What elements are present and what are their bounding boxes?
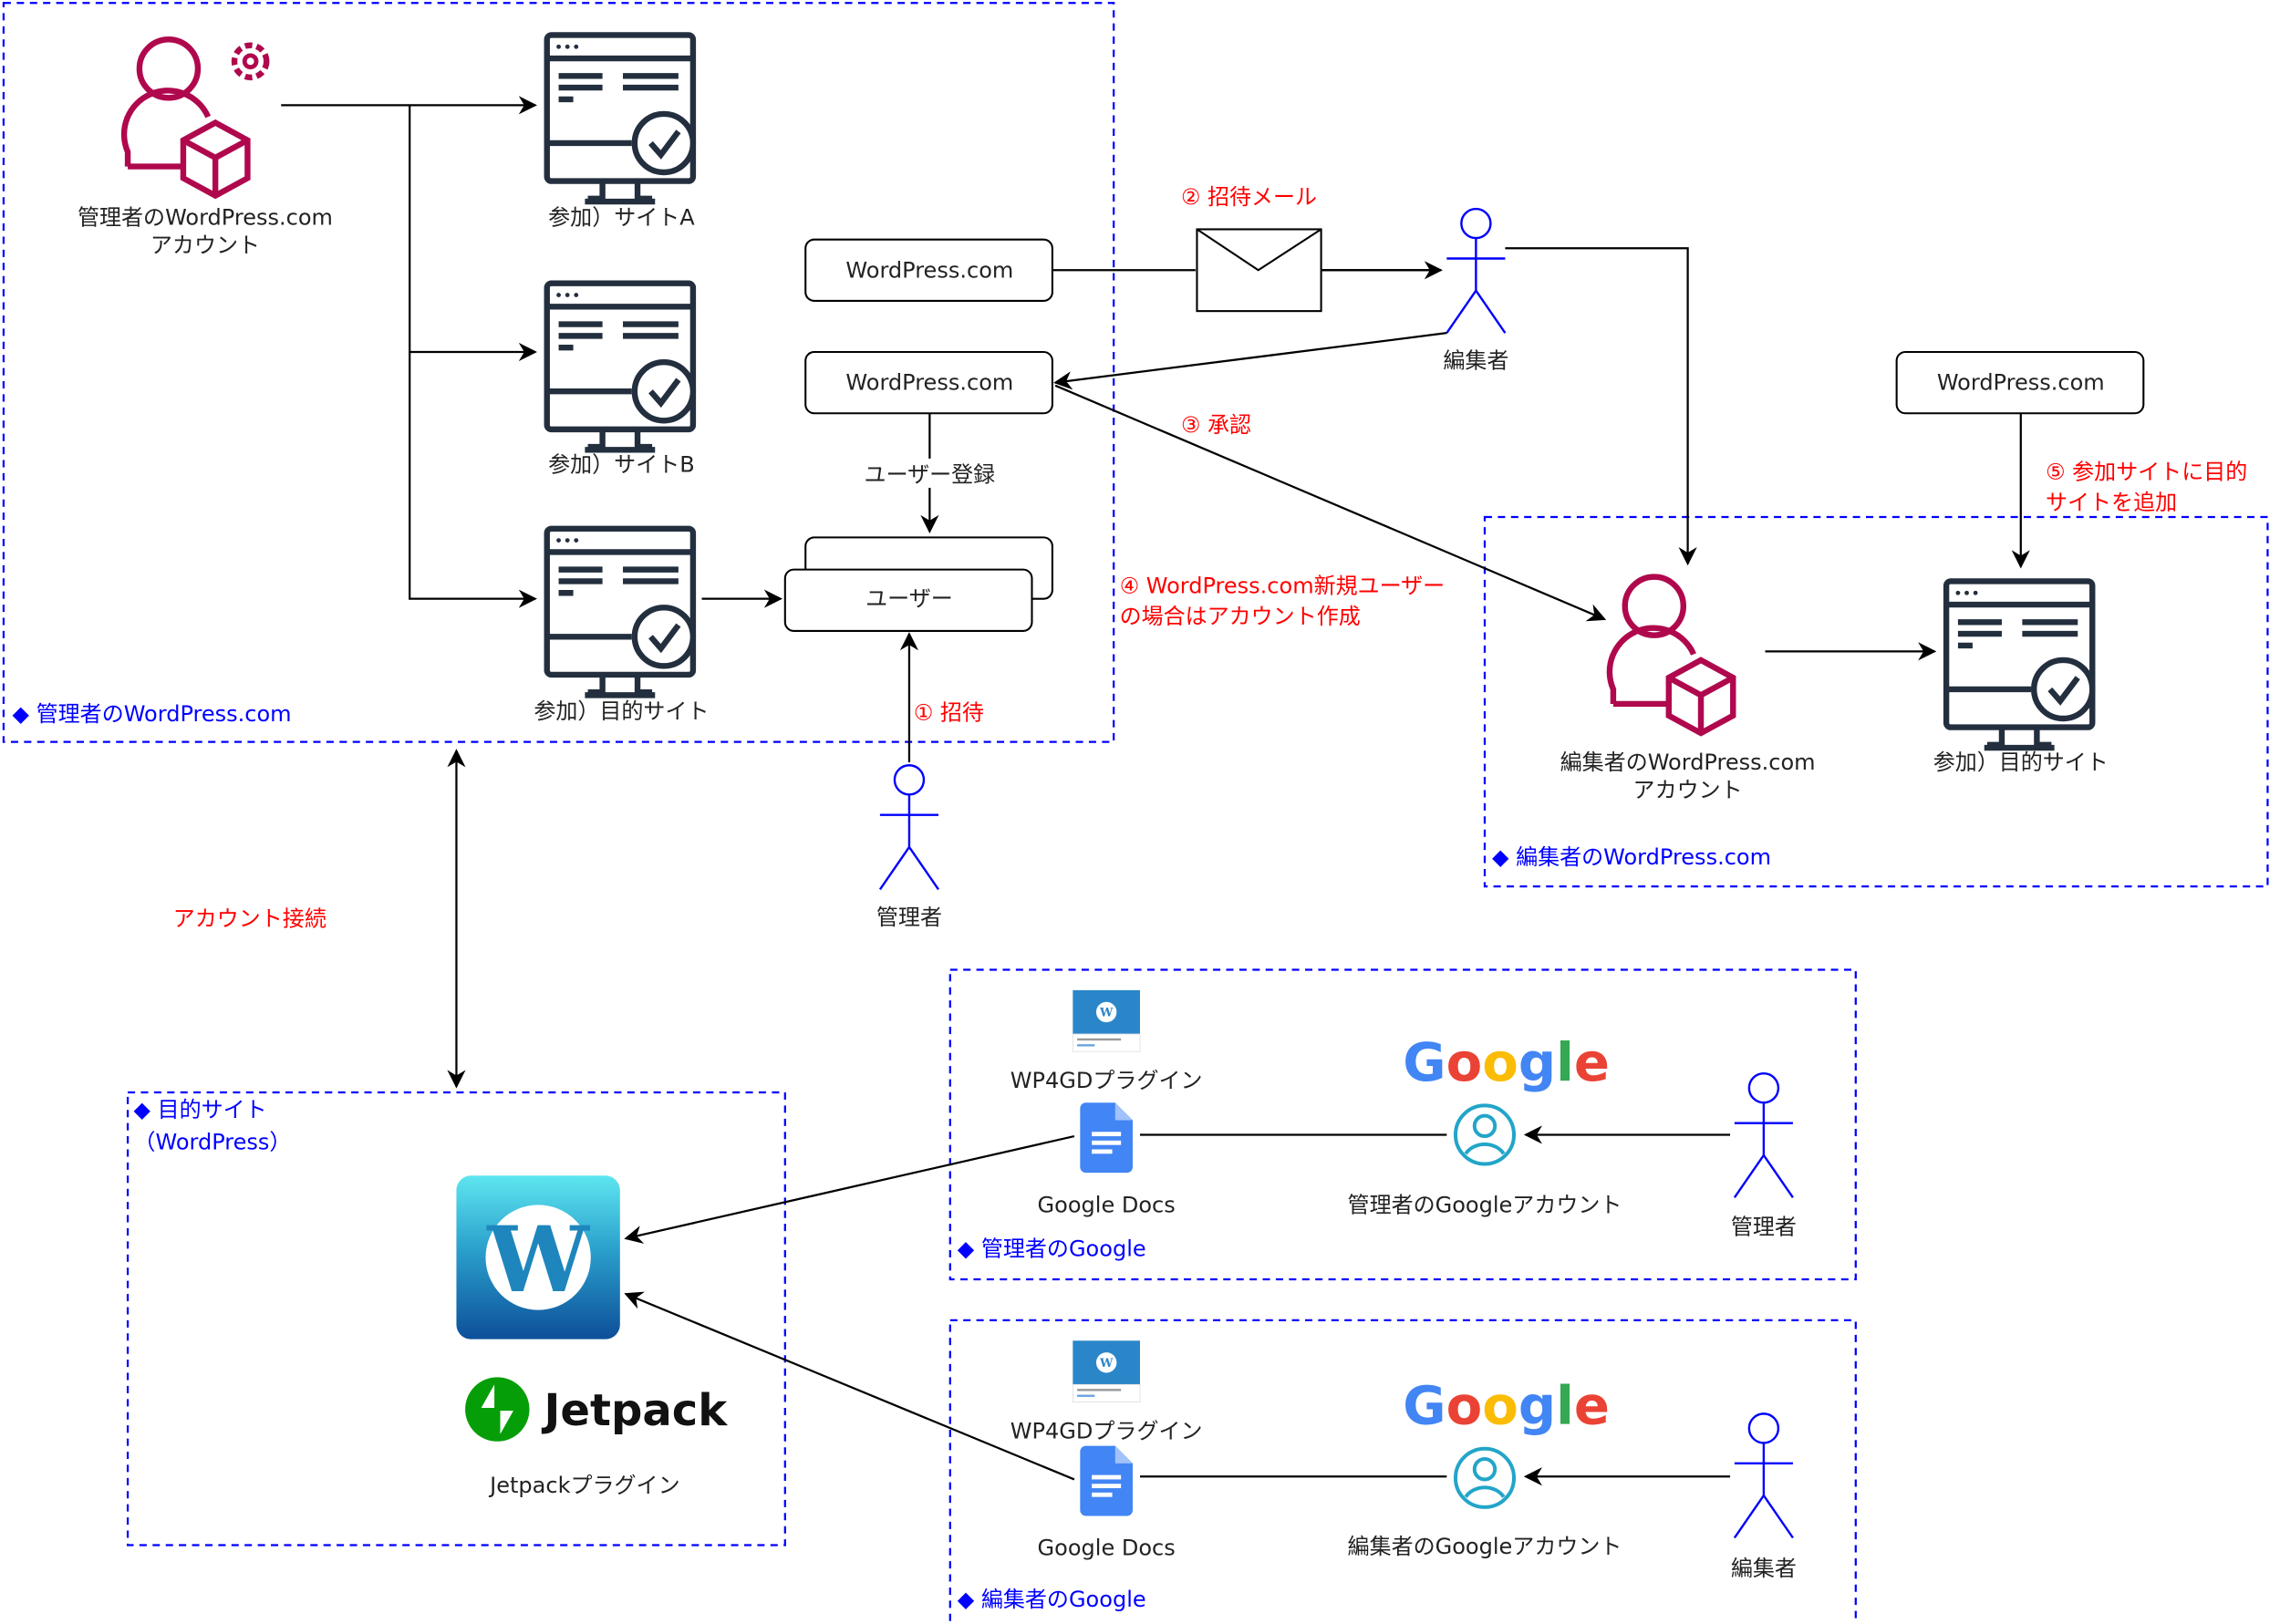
admin-google-group (948, 968, 1857, 1281)
wp4gd-plugin-admin-icon (1072, 989, 1141, 1052)
step-3-label: ③ 承認 (1181, 412, 1251, 438)
google-docs-editor-icon[interactable] (1080, 1445, 1133, 1516)
wp4gd-editor-label: WP4GDプラグイン (1010, 1419, 1203, 1444)
step-4-sublabel: の場合はアカウント作成 (1120, 604, 1361, 629)
admin-google-account-label: 管理者のGoogleアカウント (1348, 1192, 1622, 1217)
editor-google-group (948, 1319, 1857, 1624)
wp4gd-plugin-editor-icon (1072, 1340, 1141, 1403)
admin-account-sublabel: アカウント (150, 233, 260, 258)
edge-approve (1053, 332, 1447, 390)
jetpack-logo: Jetpack (465, 1377, 729, 1442)
admin-account-icon[interactable] (124, 39, 270, 195)
editor-actor-google[interactable] (1733, 1412, 1795, 1539)
wp4gd-admin-label: WP4GDプラグイン (1010, 1068, 1203, 1093)
user-box[interactable]: ユーザー (783, 536, 1053, 632)
target-site-admin-label: 参加）目的サイト (534, 698, 709, 724)
edge-docs-to-wordpress-editor (624, 1291, 1075, 1481)
google-account-admin-icon[interactable] (1456, 1105, 1514, 1164)
edge-admin-to-target-site (409, 105, 537, 608)
editor-account-icon[interactable] (1610, 577, 1733, 733)
wordpress-box-2-label: WordPress.com (845, 370, 1013, 396)
wordpress-box-2[interactable]: WordPress.com (804, 350, 1053, 415)
envelope-icon (1196, 228, 1322, 313)
wordpress-box-3[interactable]: WordPress.com (1895, 350, 2145, 415)
wordpress-box-1[interactable]: WordPress.com (804, 238, 1053, 302)
step-4-label: ④ WordPress.com新規ユーザー (1120, 573, 1446, 598)
target-site-editor-label: 参加）目的サイト (1933, 750, 2109, 775)
wordpress-logo[interactable]: W (456, 1175, 620, 1340)
google-account-editor-icon[interactable] (1456, 1449, 1514, 1507)
target-site-editor-icon[interactable] (1946, 581, 2092, 748)
google-logo-admin (1403, 1031, 1610, 1094)
step-5-sublabel: サイトを追加 (2046, 490, 2177, 515)
account-connection-label: アカウント接続 (173, 905, 326, 931)
gear-icon (231, 42, 270, 81)
wordpress-box-3-label: WordPress.com (1937, 370, 2105, 396)
editor-account-sublabel: アカウント (1633, 777, 1743, 802)
admin-actor[interactable] (878, 764, 940, 891)
admin-account-label: 管理者のWordPress.com (78, 205, 333, 231)
google-docs-admin-label: Google Docs (1038, 1192, 1176, 1217)
admin-actor-google-label: 管理者 (1731, 1214, 1797, 1239)
google-logo-editor (1403, 1374, 1610, 1437)
wordpress-box-1-label: WordPress.com (845, 257, 1013, 283)
jetpack-wordmark: Jetpack (542, 1385, 729, 1436)
site-b-icon[interactable] (547, 284, 693, 450)
google-docs-admin-icon[interactable] (1080, 1102, 1133, 1174)
target-site-admin-icon[interactable] (547, 529, 693, 696)
admin-actor-label: 管理者 (876, 905, 942, 930)
step-5-label: ⑤ 参加サイトに目的 (2046, 459, 2247, 484)
google-docs-editor-label: Google Docs (1038, 1536, 1176, 1561)
editor-actor-label: 編集者 (1443, 348, 1508, 374)
admin-wordpress-group-label: ◆ 管理者のWordPress.com (13, 701, 292, 727)
admin-wordpress-group (2, 2, 1115, 743)
target-site-group-label: ◆ 目的サイト (133, 1097, 266, 1122)
user-box-label: ユーザー (865, 586, 953, 612)
step-1-label: ① 招待 (914, 700, 984, 726)
editor-actor[interactable] (1446, 207, 1507, 335)
admin-actor-google[interactable] (1733, 1071, 1795, 1199)
editor-actor-google-label: 編集者 (1731, 1556, 1797, 1581)
jetpack-plugin-label: Jetpackプラグイン (488, 1473, 679, 1498)
site-b-label: 参加）サイトB (548, 451, 695, 477)
user-registration-label: ユーザー登録 (865, 462, 996, 488)
admin-google-group-label: ◆ 管理者のGoogle (958, 1236, 1146, 1261)
editor-account-label: 編集者のWordPress.com (1560, 750, 1816, 775)
target-site-group-sublabel: （WordPress） (133, 1129, 291, 1154)
target-site-group (126, 1091, 786, 1546)
editor-wordpress-group (1483, 515, 2269, 888)
wordpress-w-glyph: W (486, 1207, 590, 1313)
edge-create-account (1054, 384, 1607, 622)
editor-google-group-label: ◆ 編集者のGoogle (958, 1587, 1146, 1612)
edge-editor-to-account (1505, 247, 1697, 566)
site-a-icon[interactable] (547, 35, 693, 202)
editor-wordpress-group-label: ◆ 編集者のWordPress.com (1492, 844, 1771, 870)
site-a-label: 参加）サイトA (548, 205, 695, 231)
step-2-label: ② 招待メール (1181, 184, 1317, 210)
editor-google-account-label: 編集者のGoogleアカウント (1348, 1534, 1622, 1559)
edge-docs-to-wordpress-admin (624, 1134, 1075, 1244)
